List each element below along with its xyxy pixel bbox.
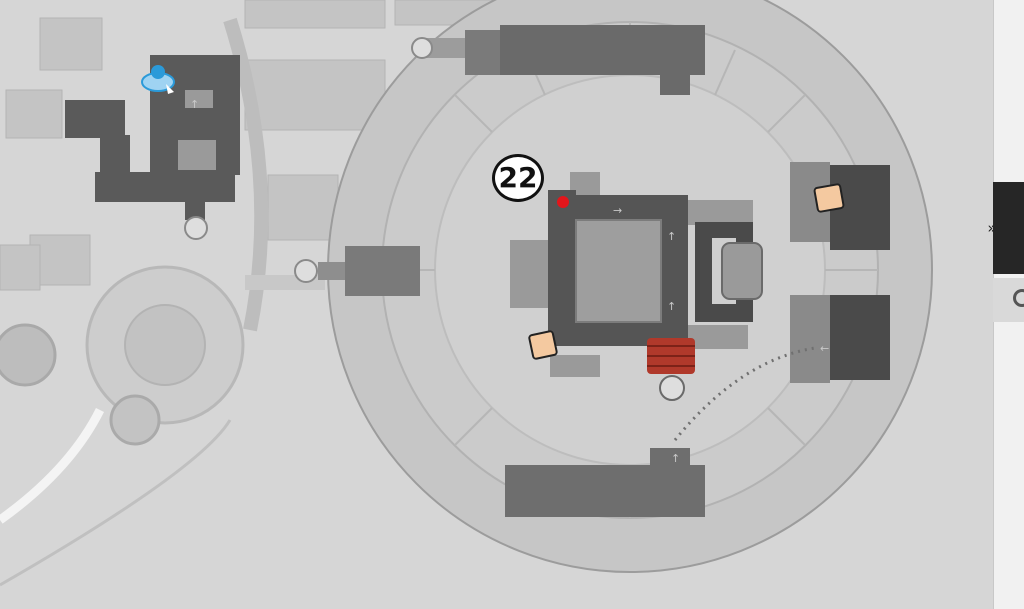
south-building [505,448,705,517]
svg-text:↑: ↑ [667,300,676,313]
left-plaza [0,265,325,446]
marker-number-label: 22 [492,154,544,202]
location-marker-dot[interactable] [557,196,569,208]
svg-text:↑: ↑ [671,452,680,465]
svg-text:↑: ↑ [667,230,676,243]
track-lines [0,17,269,587]
red-enemy-icon[interactable] [647,338,695,374]
svg-text:→: → [613,204,622,217]
top-corridor [411,25,705,95]
puzzle-piece-icon[interactable] [528,330,558,360]
upper-left-building [65,55,240,240]
door-arrow-icon: → ↑ ↑ ↑ ← ↑ [190,98,829,465]
svg-text:←: ← [820,342,829,355]
double-chevron-right-icon[interactable]: » [987,219,997,237]
svg-text:↑: ↑ [190,98,199,111]
side-panel-tab[interactable] [993,182,1024,274]
circle-icon [1013,289,1024,307]
teleport-anchor-icon[interactable] [141,65,175,94]
west-entrance [294,246,420,296]
puzzle-piece-icon[interactable] [813,183,845,213]
central-complex [510,172,763,401]
